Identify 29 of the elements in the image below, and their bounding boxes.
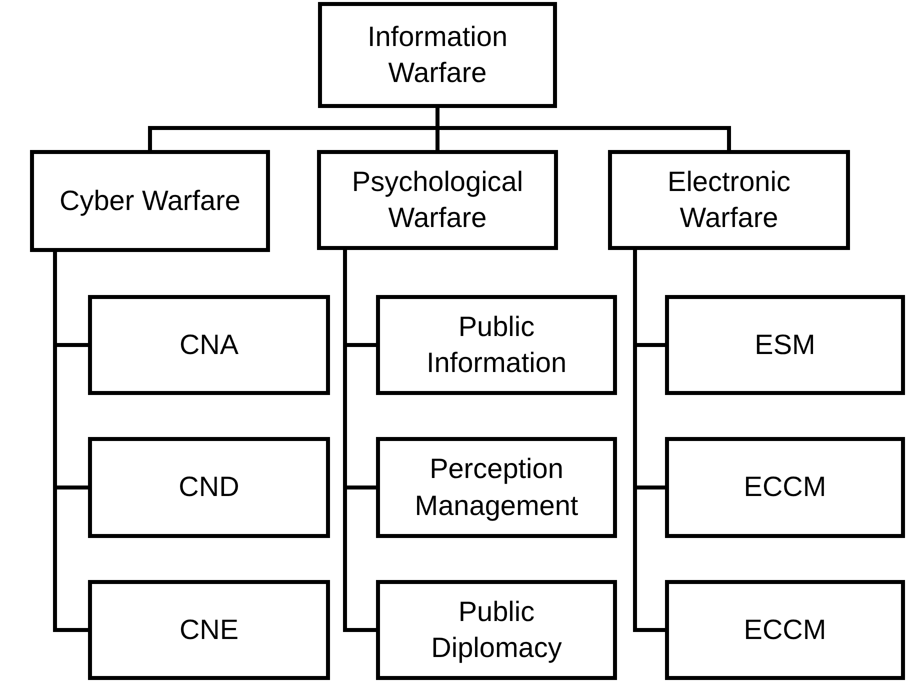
category-box — [30, 150, 270, 252]
category-label: Public Information — [425, 310, 568, 380]
category-label: ESM — [754, 328, 816, 362]
category-label: Cyber Warfare — [59, 184, 240, 218]
category-box — [318, 2, 557, 108]
category-box — [376, 295, 617, 395]
category-box — [376, 437, 617, 538]
category-box — [376, 580, 617, 680]
category-label: ECCM — [744, 612, 826, 647]
category-label: Perception Management — [414, 452, 580, 523]
category-label: Electronic Warfare — [666, 164, 792, 235]
category-label: Public Diplomacy — [430, 594, 563, 665]
category-box — [88, 580, 330, 680]
category-label: Information Warfare — [366, 20, 509, 90]
category-box — [665, 580, 905, 680]
connector-line — [53, 252, 88, 632]
category-label: ECCM — [744, 470, 826, 504]
category-box — [665, 295, 905, 395]
category-label: CND — [178, 470, 240, 504]
category-label: CNA — [179, 328, 239, 362]
category-box — [88, 295, 330, 395]
category-box — [608, 150, 850, 250]
connector-line — [633, 250, 665, 632]
category-box — [88, 437, 330, 538]
category-box — [665, 437, 905, 538]
connector-line — [343, 250, 376, 632]
category-label: CNE — [179, 612, 239, 647]
category-box — [317, 150, 558, 250]
category-label: Psychological Warfare — [350, 164, 524, 235]
